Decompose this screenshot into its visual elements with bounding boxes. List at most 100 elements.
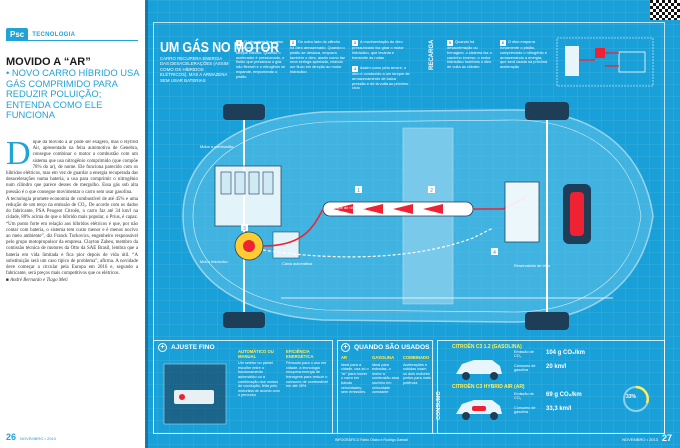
usage-panel-title: QUANDO SÃO USADOS xyxy=(354,344,430,351)
mode-text: Pensado para o uso em cidade, a tecnolog… xyxy=(286,361,328,389)
section-name: TECNOLOGIA xyxy=(32,31,76,38)
emission-label: Emissão de CO₂ xyxy=(514,350,534,358)
inset-tank xyxy=(565,46,579,76)
oil-reservoir xyxy=(504,181,540,243)
mode-combined: COMBINADO Acelerações e subidas usam os … xyxy=(403,355,431,386)
svg-text:3: 3 xyxy=(243,226,246,232)
callout-text: O nitrogênio fica preso a alta pressão d… xyxy=(236,39,286,79)
mode-efficiency: EFICIÊNCIA ENERGÉTICA Pensado para o uso… xyxy=(286,349,330,389)
page-number: 26 xyxy=(6,432,17,442)
consumption-label: CONSUMO xyxy=(436,391,442,420)
selector-indicator xyxy=(179,394,185,400)
mode-text: Ideal para estradas, o motor a combustão… xyxy=(372,362,400,395)
consumption-label: Consumo de gasolina xyxy=(514,406,536,414)
footer-date: NOVEMBRO • 2013 xyxy=(622,437,658,442)
inset-cylinder xyxy=(595,48,605,58)
mode-title: GASOLINA xyxy=(372,355,395,360)
diagram-title: UM GÁS NO MOTOR xyxy=(160,38,279,56)
magazine-logo: Psc xyxy=(6,28,29,41)
article-paragraph: ique dá movido a ar pode ser exagero, ma… xyxy=(6,140,138,195)
plus-icon: + xyxy=(158,343,167,352)
car-side-icon xyxy=(456,360,502,380)
car-name: CITROËN C3 1.2 (GASOLINA) xyxy=(452,344,522,350)
mode-title: AUTOMÁTICO OU MANUAL xyxy=(238,349,274,359)
right-footer: NOVEMBRO • 2013 27 xyxy=(622,433,672,443)
svg-text:4: 4 xyxy=(493,250,496,256)
engine-cylinders xyxy=(220,171,274,195)
adjust-panel-header: + AJUSTE FINO xyxy=(158,343,215,352)
car-side-icon xyxy=(456,400,502,420)
svg-text:1: 1 xyxy=(357,188,360,194)
callout-number: 5 xyxy=(447,40,453,46)
emission-label: Emissão de CO₂ xyxy=(514,392,534,400)
headline: MOVIDO A “AR” xyxy=(6,56,91,68)
usage-panel-header: + QUANDO SÃO USADOS xyxy=(341,343,429,352)
callout-number: 6 xyxy=(500,40,506,46)
section-tag: Psc TECNOLOGIA xyxy=(6,28,75,41)
callout-text: Assim como pela árvore, o óleo é conduzi… xyxy=(352,65,410,91)
inset-system-diagram xyxy=(556,37,654,87)
wheel-front-left xyxy=(223,104,265,120)
mode-text: Ideal para a cidade, usa só o “ar” para … xyxy=(341,362,369,395)
callout-text: A movimentação do óleo pressurizado faz … xyxy=(352,39,404,60)
motor-label: Motor hidráulico xyxy=(200,259,228,264)
plus-icon: + xyxy=(341,343,350,352)
footer-date: NOVEMBRO • 2013 xyxy=(20,436,56,441)
wheel-front-right xyxy=(223,312,265,328)
car-name: CITROËN C3 HYBRID AIR (AR) xyxy=(452,384,525,390)
emission-value: 69 g CO₂/km xyxy=(546,392,582,398)
consumption-panel xyxy=(437,340,665,434)
inset-pipes xyxy=(579,52,619,67)
callout-text: Do outro lado do cilindro há óleo armaze… xyxy=(290,39,345,74)
checkered-flag-icon xyxy=(650,0,680,20)
left-footer: 26 NOVEMBRO • 2013 xyxy=(6,432,56,442)
selector-switch xyxy=(174,390,214,404)
tank-label: Tanque de nitrogênio xyxy=(330,205,367,210)
callout-text: O óleo empurra novamente o pistão, compr… xyxy=(500,39,548,70)
inset-frame xyxy=(556,37,654,87)
callout-number: 4 xyxy=(352,66,358,72)
article-author: ■ André Bernardo e Tiago Meli xyxy=(6,278,68,284)
hydraulic-motor-core xyxy=(243,240,255,252)
drop-cap: D xyxy=(6,140,31,172)
usage-panel xyxy=(337,340,433,434)
adjust-panel-title: AJUSTE FINO xyxy=(171,344,215,351)
mode-text: Um seletor no painel escolhe entre o fun… xyxy=(238,361,280,398)
consumption-value: 33,3 km/l xyxy=(546,406,572,412)
consumption-label: Consumo de gasolina xyxy=(514,364,536,372)
adjust-panel xyxy=(153,340,333,434)
savings-gauge xyxy=(623,385,649,412)
mode-gasoline: GASOLINA Ideal para estradas, o motor a … xyxy=(372,355,400,395)
mode-air: AR Ideal para a cidade, usa só o “ar” pa… xyxy=(341,355,369,395)
wheel-rear-right xyxy=(525,312,569,330)
left-page: Psc TECNOLOGIA MOVIDO A “AR” • NOVO CARR… xyxy=(0,0,145,448)
consumption-value: 20 km/l xyxy=(546,364,567,370)
gear-selector-illustration xyxy=(163,363,227,425)
callout-number: 3 xyxy=(352,40,358,46)
callout-text: Quando há desaceleração ou frenagem, o s… xyxy=(447,39,492,70)
article-paragraph: A tecnologia promete economia de combust… xyxy=(6,196,138,277)
callout-number: 1 xyxy=(236,40,242,46)
accumulator-nitrogen xyxy=(570,192,584,236)
svg-text:2: 2 xyxy=(430,188,433,194)
mode-text: Acelerações e subidas usam os dois motor… xyxy=(403,362,431,385)
mode-title: COMBINADO xyxy=(403,355,430,360)
diagram-subtitle: CARRO RECUPERA ENERGIA DAS DESACELERAÇÕE… xyxy=(160,56,229,83)
deck: • NOVO CARRO HÍBRIDO USA GÁS COMPRIMIDO … xyxy=(6,67,139,121)
oil-line-low xyxy=(262,227,494,258)
article-body: D ique dá movido a ar pode ser exagero, … xyxy=(6,140,138,408)
page-spine xyxy=(145,0,148,448)
emission-value: 104 g CO₂/km xyxy=(546,350,586,356)
wheel-rear-left xyxy=(525,102,569,120)
mode-title: EFICIÊNCIA ENERGÉTICA xyxy=(286,349,314,359)
recarga-label: RECARGA xyxy=(429,39,435,70)
engine-label: Motor a combustão xyxy=(200,144,234,149)
oil-label: Reservatório de óleo xyxy=(514,263,550,268)
mode-title: AR xyxy=(341,355,348,360)
